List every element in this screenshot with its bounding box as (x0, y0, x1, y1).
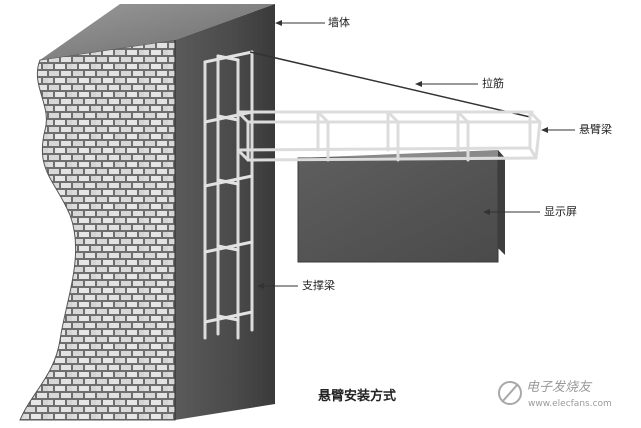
tie-rod-label: 拉筋 (482, 77, 504, 90)
wall-top (40, 4, 275, 60)
support-beam (203, 50, 254, 340)
watermark-title: 电子发烧友 (526, 380, 592, 395)
display-screen-label: 显示屏 (544, 205, 577, 218)
display-screen (297, 150, 505, 263)
cantilever-beam-label: 悬臂梁 (579, 123, 612, 136)
diagram-caption: 悬臂安装方式 (318, 389, 397, 404)
wall-face (175, 4, 275, 420)
wall-label: 墙体 (328, 16, 350, 29)
tie-rod (249, 51, 531, 118)
cantilever-beam (236, 110, 542, 162)
watermark-logo (498, 381, 522, 405)
wall-brick-section (19, 39, 176, 421)
support-beam-label: 支撑梁 (302, 279, 335, 292)
callout-leaders (257, 20, 575, 289)
support-beam-rungs (203, 50, 254, 324)
watermark-url: www.elecfans.com (528, 399, 612, 409)
